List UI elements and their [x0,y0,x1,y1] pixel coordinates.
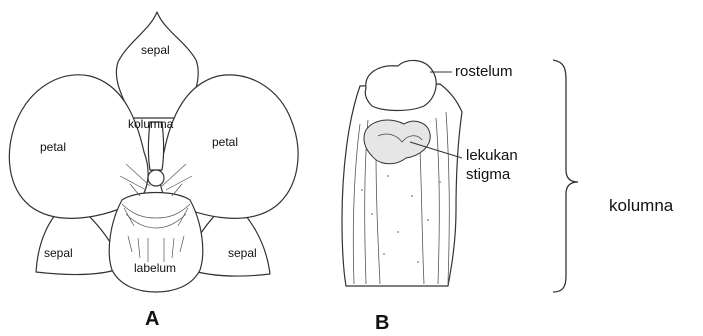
label-petal-right: petal [212,136,238,148]
label-kolumna-b: kolumna [609,197,673,214]
label-rostelum: rostelum [455,64,513,79]
label-sepal-left: sepal [44,247,73,259]
rostelum-shape [365,60,436,110]
label-labelum: labelum [134,262,176,274]
label-sepal-top: sepal [141,44,170,56]
panel-letter-b: B [375,313,389,333]
anther-cap-shape [148,170,164,186]
labelum-shape [109,193,203,293]
label-lekukan-stigma-line2: stigma [466,167,510,182]
kolumna-brace [553,60,578,292]
leader-lekukan-stigma [410,142,462,158]
column-body-shape [342,84,462,286]
label-petal-left: petal [40,141,66,153]
label-lekukan-stigma-line1: lekukan [466,148,518,163]
label-kolumna-a: kolumna [128,118,173,130]
lekukan-stigma-shape [364,120,430,164]
panel-letter-a: A [145,309,159,329]
label-sepal-right: sepal [228,247,257,259]
